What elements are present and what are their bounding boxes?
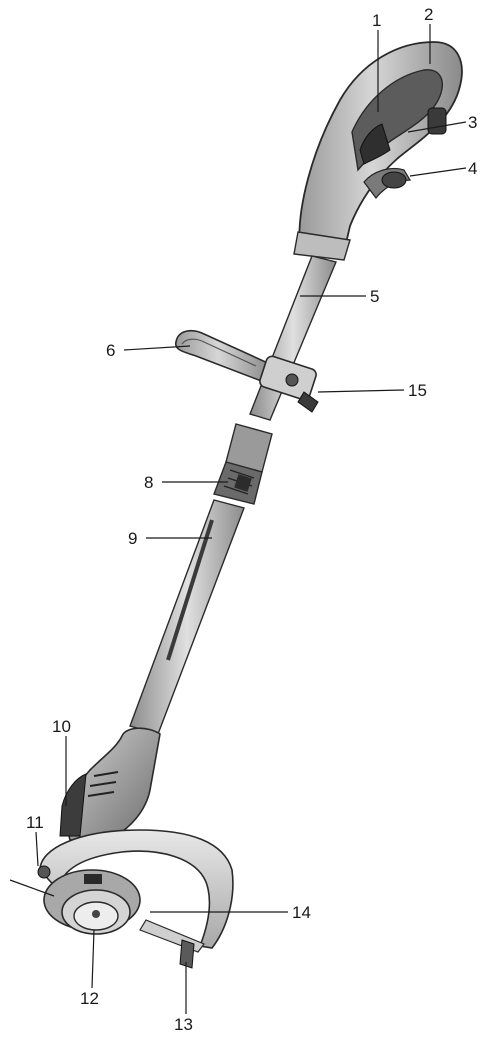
motor-housing — [59, 727, 161, 841]
callout-10: 10 — [52, 717, 71, 736]
leader-11 — [35, 831, 39, 867]
callout-15: 15 — [408, 381, 427, 400]
callout-1: 1 — [372, 11, 381, 30]
callout-2: 2 — [424, 5, 433, 24]
callout-12: 12 — [80, 989, 99, 1008]
callout-8: 8 — [144, 473, 153, 492]
leader-12 — [91, 929, 95, 989]
callout-14: 14 — [292, 903, 311, 922]
callout-6: 6 — [106, 341, 115, 360]
callout-11: 11 — [26, 813, 44, 832]
callout-5: 5 — [370, 287, 379, 306]
spool-assembly — [9, 865, 141, 935]
trimmer-illustration — [9, 41, 463, 969]
auxiliary-handle — [174, 329, 319, 413]
main-handle — [293, 41, 463, 261]
lower-shaft — [129, 499, 245, 735]
callout-3: 3 — [468, 113, 477, 132]
guard — [39, 829, 234, 969]
callout-4: 4 — [468, 159, 477, 178]
callout-9: 9 — [128, 529, 137, 548]
callout-labels: 1 2 3 4 5 6 8 9 10 11 12 13 14 15 — [26, 5, 477, 1034]
leader-lines — [35, 24, 467, 1014]
leader-3 — [407, 121, 467, 133]
leader-6 — [123, 345, 191, 351]
height-adjustment-collar — [213, 423, 273, 505]
leader-4 — [409, 167, 467, 177]
leader-15 — [317, 389, 405, 393]
callout-13: 13 — [174, 1015, 193, 1034]
